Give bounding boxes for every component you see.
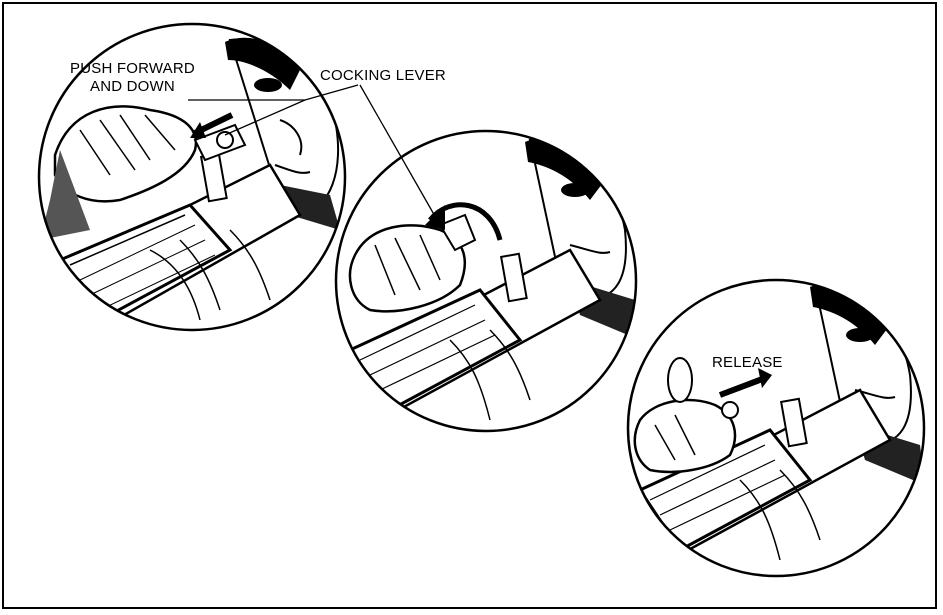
and-down-label: AND DOWN (90, 78, 175, 96)
panel-3-release (628, 280, 925, 576)
push-forward-label: PUSH FORWARD (70, 60, 195, 78)
release-label: RELEASE (712, 354, 783, 372)
panel-2-cocking (336, 131, 640, 431)
cocking-lever-label: COCKING LEVER (320, 67, 446, 85)
